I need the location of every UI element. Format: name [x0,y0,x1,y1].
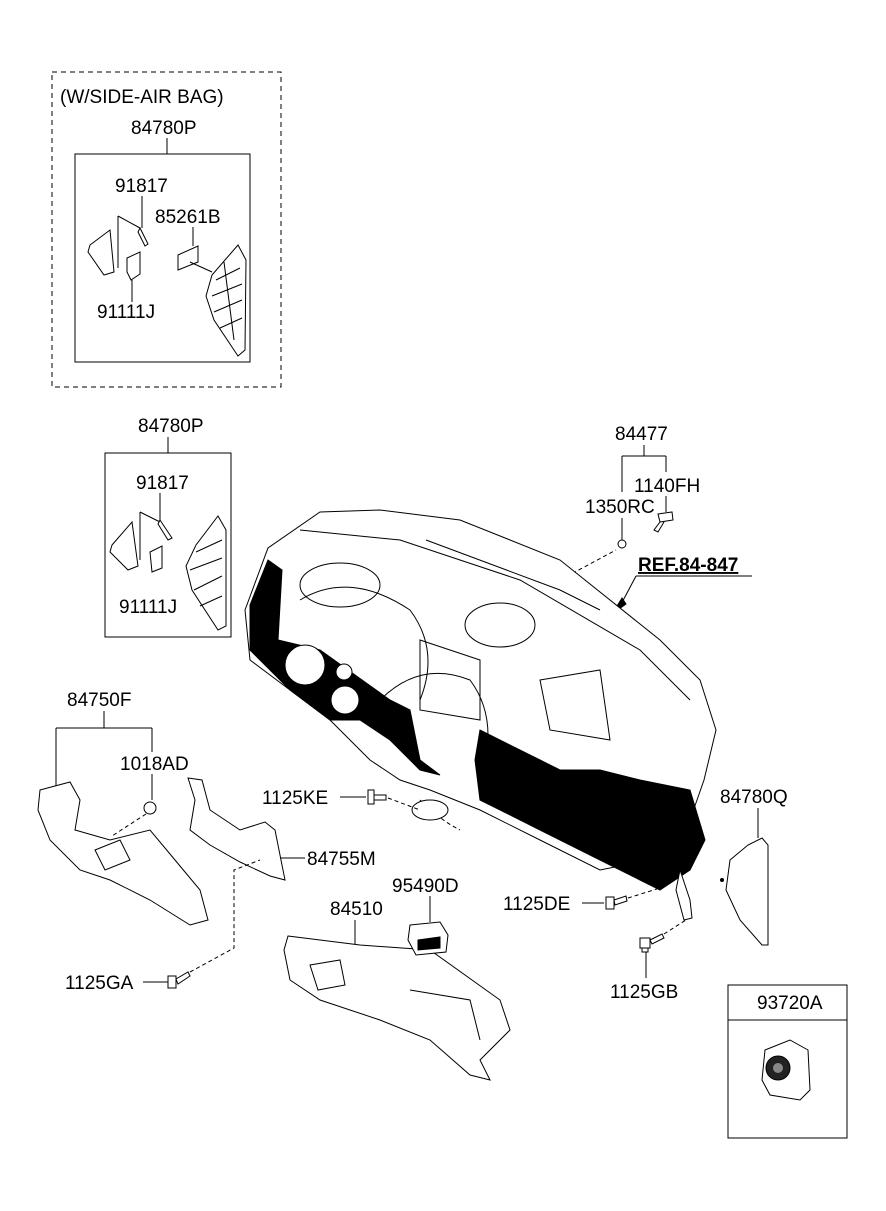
label-84780P: 84780P [131,118,197,139]
label-1125GB: 1125GB [610,982,678,1003]
lower-panel-group: 84750F 1018AD [37,690,209,926]
part-84780Q [725,837,769,946]
label-85261B: 85261B [155,207,221,228]
label-1350RC: 1350RC [585,497,655,518]
label-91817-2: 91817 [136,473,189,494]
label-84510: 84510 [330,899,383,920]
label-1140FH: 1140FH [634,476,700,497]
part-84755M [187,777,286,881]
label-91817: 91817 [115,176,168,197]
label-93720A: 93720A [757,993,823,1014]
label-84780P-2: 84780P [138,416,204,437]
assembly-box [74,153,251,363]
label-1018AD: 1018AD [120,754,189,775]
reference-label[interactable]: REF.84-847 [638,555,738,576]
label-1125DE: 1125DE [503,894,570,915]
label-84750F: 84750F [67,690,131,711]
label-91111J: 91111J [97,302,155,323]
label-95490D: 95490D [392,876,459,897]
inset-box-93720A: 93720A [727,984,848,1139]
label-1125GA: 1125GA [65,973,134,994]
label-84755M: 84755M [307,849,376,870]
dashed-group-frame [51,71,282,388]
label-1125KE: 1125KE [262,788,328,809]
label-84477: 84477 [615,424,668,445]
vent-group: 84780P 91817 91111J [104,416,232,638]
assembly-box-2 [104,452,232,638]
part-84510 [283,935,511,1081]
bracket-group: 84477 1140FH 1350RC [559,424,700,581]
label-91111J-2: 91111J [119,597,177,618]
label-84780Q: 84780Q [720,787,788,808]
dashboard-illustration [244,509,717,891]
group-title: (W/SIDE-AIR BAG) [60,87,224,108]
side-airbag-group: (W/SIDE-AIR BAG) 84780P 91817 85261B 911… [51,71,282,388]
